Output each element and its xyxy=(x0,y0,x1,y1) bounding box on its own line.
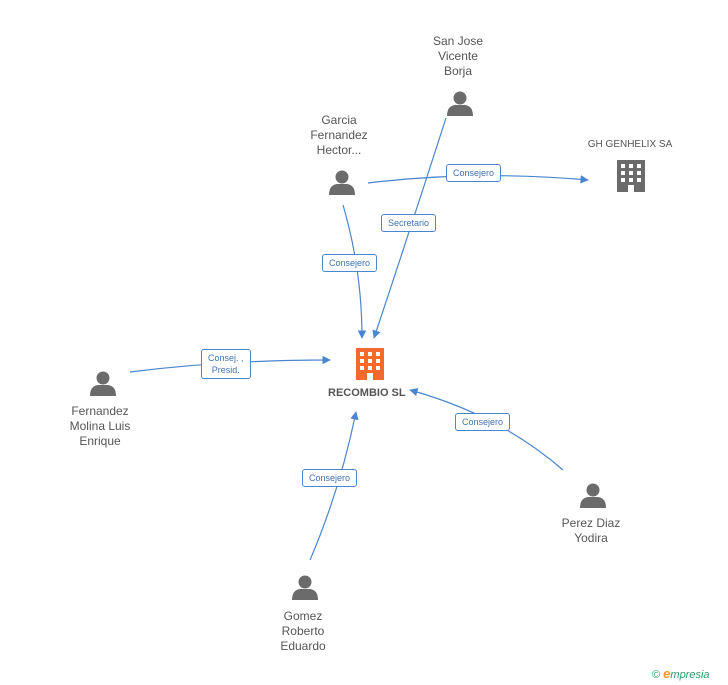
relation-label[interactable]: Consejero xyxy=(446,164,502,182)
person-name[interactable]: San Jose Vicente Borja xyxy=(432,34,484,78)
person-icon[interactable] xyxy=(292,575,318,601)
copyright-symbol: © xyxy=(652,669,661,681)
empresia-logo: © empresia xyxy=(652,666,710,681)
person-icon[interactable] xyxy=(329,170,355,196)
relation-label[interactable]: Consejero xyxy=(455,413,511,431)
person-icon[interactable] xyxy=(447,91,473,117)
relation-label[interactable]: Consejero xyxy=(302,469,358,487)
brand-name: mpresia xyxy=(670,669,710,681)
relation-label[interactable]: Consejero xyxy=(322,254,378,272)
brand-e: e xyxy=(663,666,671,681)
edge-gomez-center xyxy=(309,411,359,561)
building-icon[interactable] xyxy=(356,348,384,380)
person-name[interactable]: Fernandez Molina Luis Enrique xyxy=(69,404,131,448)
relation-label[interactable]: Consej. , Presid. xyxy=(201,349,251,379)
person-icon[interactable] xyxy=(580,483,606,509)
person-name[interactable]: Gomez Roberto Eduardo xyxy=(280,609,326,653)
company-name[interactable]: GH GENHELIX SA xyxy=(587,139,673,150)
person-name[interactable]: Garcia Fernandez Hector... xyxy=(310,113,368,157)
person-name[interactable]: Perez Diaz Yodira xyxy=(561,516,621,545)
person-icon[interactable] xyxy=(90,371,116,397)
building-icon[interactable] xyxy=(617,160,645,192)
center-company-name[interactable]: RECOMBIO SL xyxy=(328,387,406,399)
relation-label[interactable]: Secretario xyxy=(381,214,437,232)
